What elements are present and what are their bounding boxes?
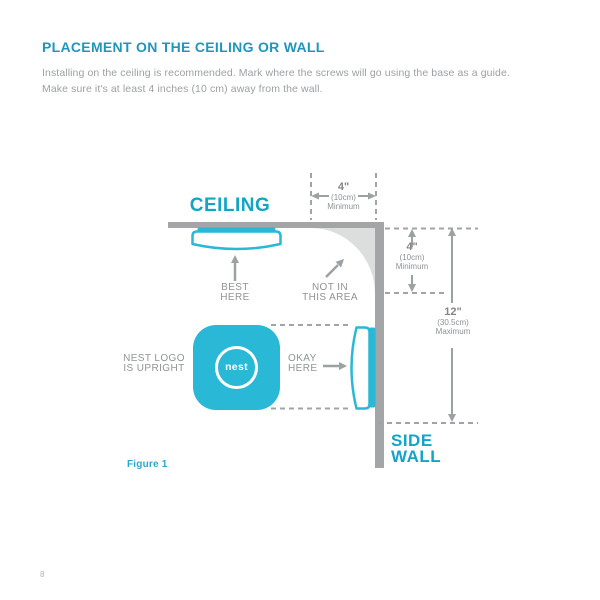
ceiling-dim-arrows [311,192,376,200]
side-wall-label: SIDE WALL [391,431,442,466]
wall-dim-extension-dashes [385,227,478,294]
device-projection-dashes [271,324,350,410]
wall-top-offset-dimension: 4" (10cm) Minimum [384,241,440,272]
wall-bar [375,222,384,468]
dimension-value: 12" [444,306,462,318]
dimension-metric: (10cm) [331,193,356,202]
wall-dim-arrows [408,229,416,292]
ceiling-label: CEILING [189,195,271,216]
dimension-metric: (10cm) [399,253,425,262]
page-number: 8 [40,570,45,579]
not-in-this-area-label: NOT IN THIS AREA [302,282,358,303]
ceiling-dim-extension-dashes [310,173,377,220]
ceiling-bar [168,222,384,228]
nest-ring-icon [215,346,258,389]
not-in-area-arrow [325,259,344,278]
dimension-qualifier: Minimum [327,202,360,211]
nest-logo-upright-label: NEST LOGO IS UPRIGHT [123,353,185,374]
okay-here-label: OKAY HERE [288,353,318,374]
dimension-value: 4" [337,181,350,193]
best-here-arrow [231,255,239,281]
device-front-view [193,325,280,410]
ceiling-device-side-view [191,227,282,251]
wall-device-side-view [350,326,376,410]
dimension-qualifier: Maximum [435,327,471,336]
intro-text-line2: Make sure it's at least 4 inches (10 cm)… [42,83,323,95]
wall-max-offset-dimension: 12" (30.5cm) Maximum [421,306,485,337]
best-here-label: BEST HERE [220,282,250,303]
dimension-metric: (30.5cm) [437,318,469,327]
page-title: PLACEMENT ON THE CEILING OR WALL [42,39,325,55]
corner-exclusion-zone [311,228,375,294]
nest-logo-text: nest [225,361,248,373]
okay-here-arrow [323,362,347,370]
figure-caption: Figure 1 [127,459,168,470]
dimension-value: 4" [406,241,418,253]
ceiling-offset-dimension: 4" (10cm) Minimum [312,181,375,212]
intro-text-line1: Installing on the ceiling is recommended… [42,67,510,79]
dimension-qualifier: Minimum [395,262,429,271]
max-dim-arrow [448,228,456,422]
